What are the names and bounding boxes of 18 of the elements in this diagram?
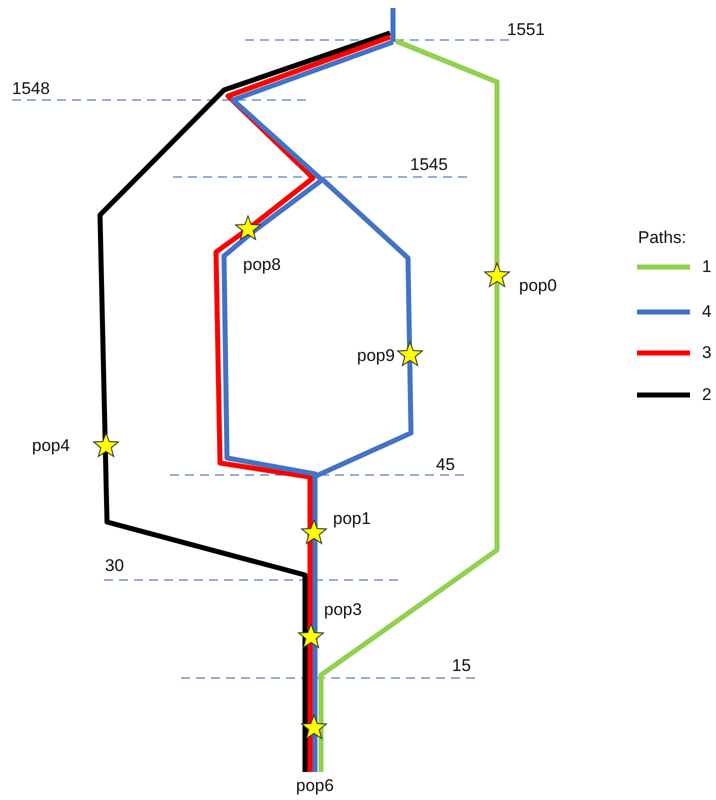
legend-label: 3	[702, 343, 712, 363]
label: pop8	[243, 255, 281, 275]
label: 1545	[410, 155, 448, 175]
legend-label: 4	[702, 302, 712, 322]
label: 30	[105, 556, 124, 576]
label: pop3	[324, 600, 362, 620]
legend-label: 1	[702, 257, 712, 277]
label: 1551	[507, 20, 545, 40]
legend-label: 2	[702, 385, 712, 405]
label: pop4	[32, 436, 70, 456]
legend-title: Paths:	[638, 228, 686, 248]
label: pop6	[296, 776, 334, 796]
label: 1548	[12, 79, 50, 99]
label: pop0	[519, 276, 557, 296]
label: 15	[452, 656, 471, 676]
label: pop9	[357, 346, 395, 366]
label: pop1	[333, 509, 371, 529]
label: 45	[436, 455, 455, 475]
